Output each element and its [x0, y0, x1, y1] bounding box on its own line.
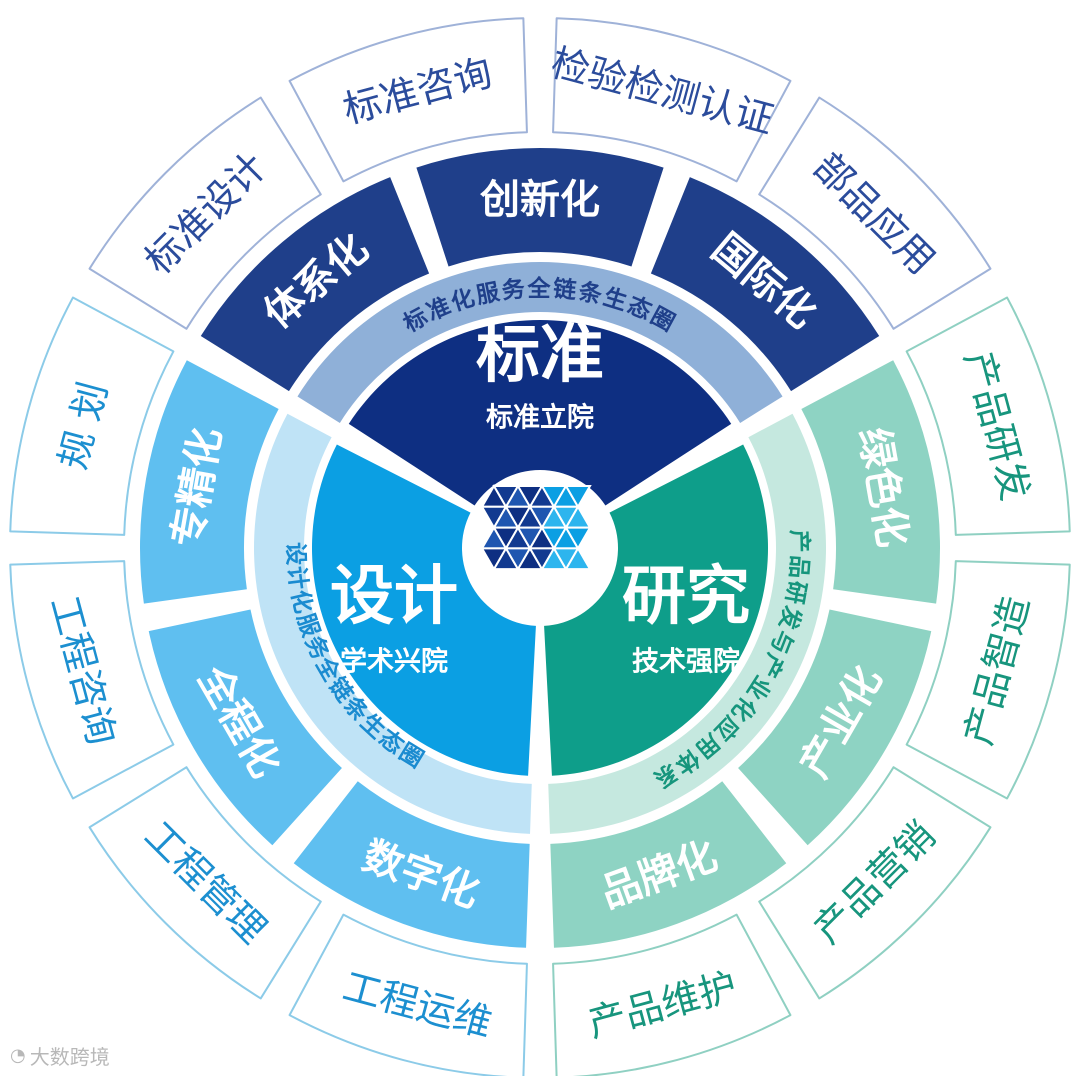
middle-segment-research	[801, 360, 940, 604]
middle-segment-research	[550, 781, 787, 948]
middle-segment-standard	[650, 177, 880, 392]
weibo-icon: ◔	[10, 1045, 26, 1066]
watermark-text: 大数跨境	[29, 1045, 110, 1069]
middle-segment-standard	[416, 148, 664, 267]
core-title-standard: 标准	[476, 318, 604, 392]
triangle-logo-icon	[464, 472, 616, 624]
outer-box-design	[88, 766, 322, 1000]
outer-ring: 标准咨询检验检测认证部品应用产品研发产品智造产品营销产品维护工程运维工程管理工程…	[9, 17, 1071, 1076]
core-title-design: 设计	[330, 560, 458, 634]
middle-segment-research	[738, 609, 932, 846]
middle-label: 创新化	[480, 177, 600, 223]
outer-box-standard	[88, 96, 322, 330]
arc-band-research	[548, 413, 827, 834]
outer-box-standard	[552, 17, 792, 183]
arc-band-design	[253, 413, 532, 834]
outer-box-standard	[288, 17, 528, 183]
core-sector-research	[544, 444, 768, 776]
outer-box-research	[552, 913, 792, 1076]
outer-box-design	[9, 296, 175, 536]
middle-segment-design	[140, 360, 279, 604]
core-sector-design	[312, 444, 536, 776]
middle-segment-design	[293, 781, 530, 948]
watermark: ◔ 大数跨境	[10, 1041, 110, 1070]
core-sector-standard	[348, 320, 732, 506]
core-subtitle-standard: 标准立院	[486, 402, 594, 434]
outer-box-research	[758, 766, 992, 1000]
outer-box-design	[9, 560, 175, 800]
core-title-research: 研究	[622, 560, 750, 634]
logo-triangle	[564, 485, 592, 509]
middle-segment-design	[148, 609, 342, 846]
outer-box-research	[905, 296, 1071, 536]
logo-triangle	[564, 546, 592, 571]
arc-band-standard	[297, 261, 783, 423]
middle-segment-standard	[200, 177, 430, 392]
logo-triangle	[564, 526, 592, 551]
core-subtitle-research: 技术强院	[632, 646, 740, 678]
outer-box-standard	[758, 96, 992, 330]
outer-box-research	[905, 560, 1071, 800]
outer-box-design	[288, 913, 528, 1076]
core-subtitle-design: 学术兴院	[340, 646, 448, 678]
